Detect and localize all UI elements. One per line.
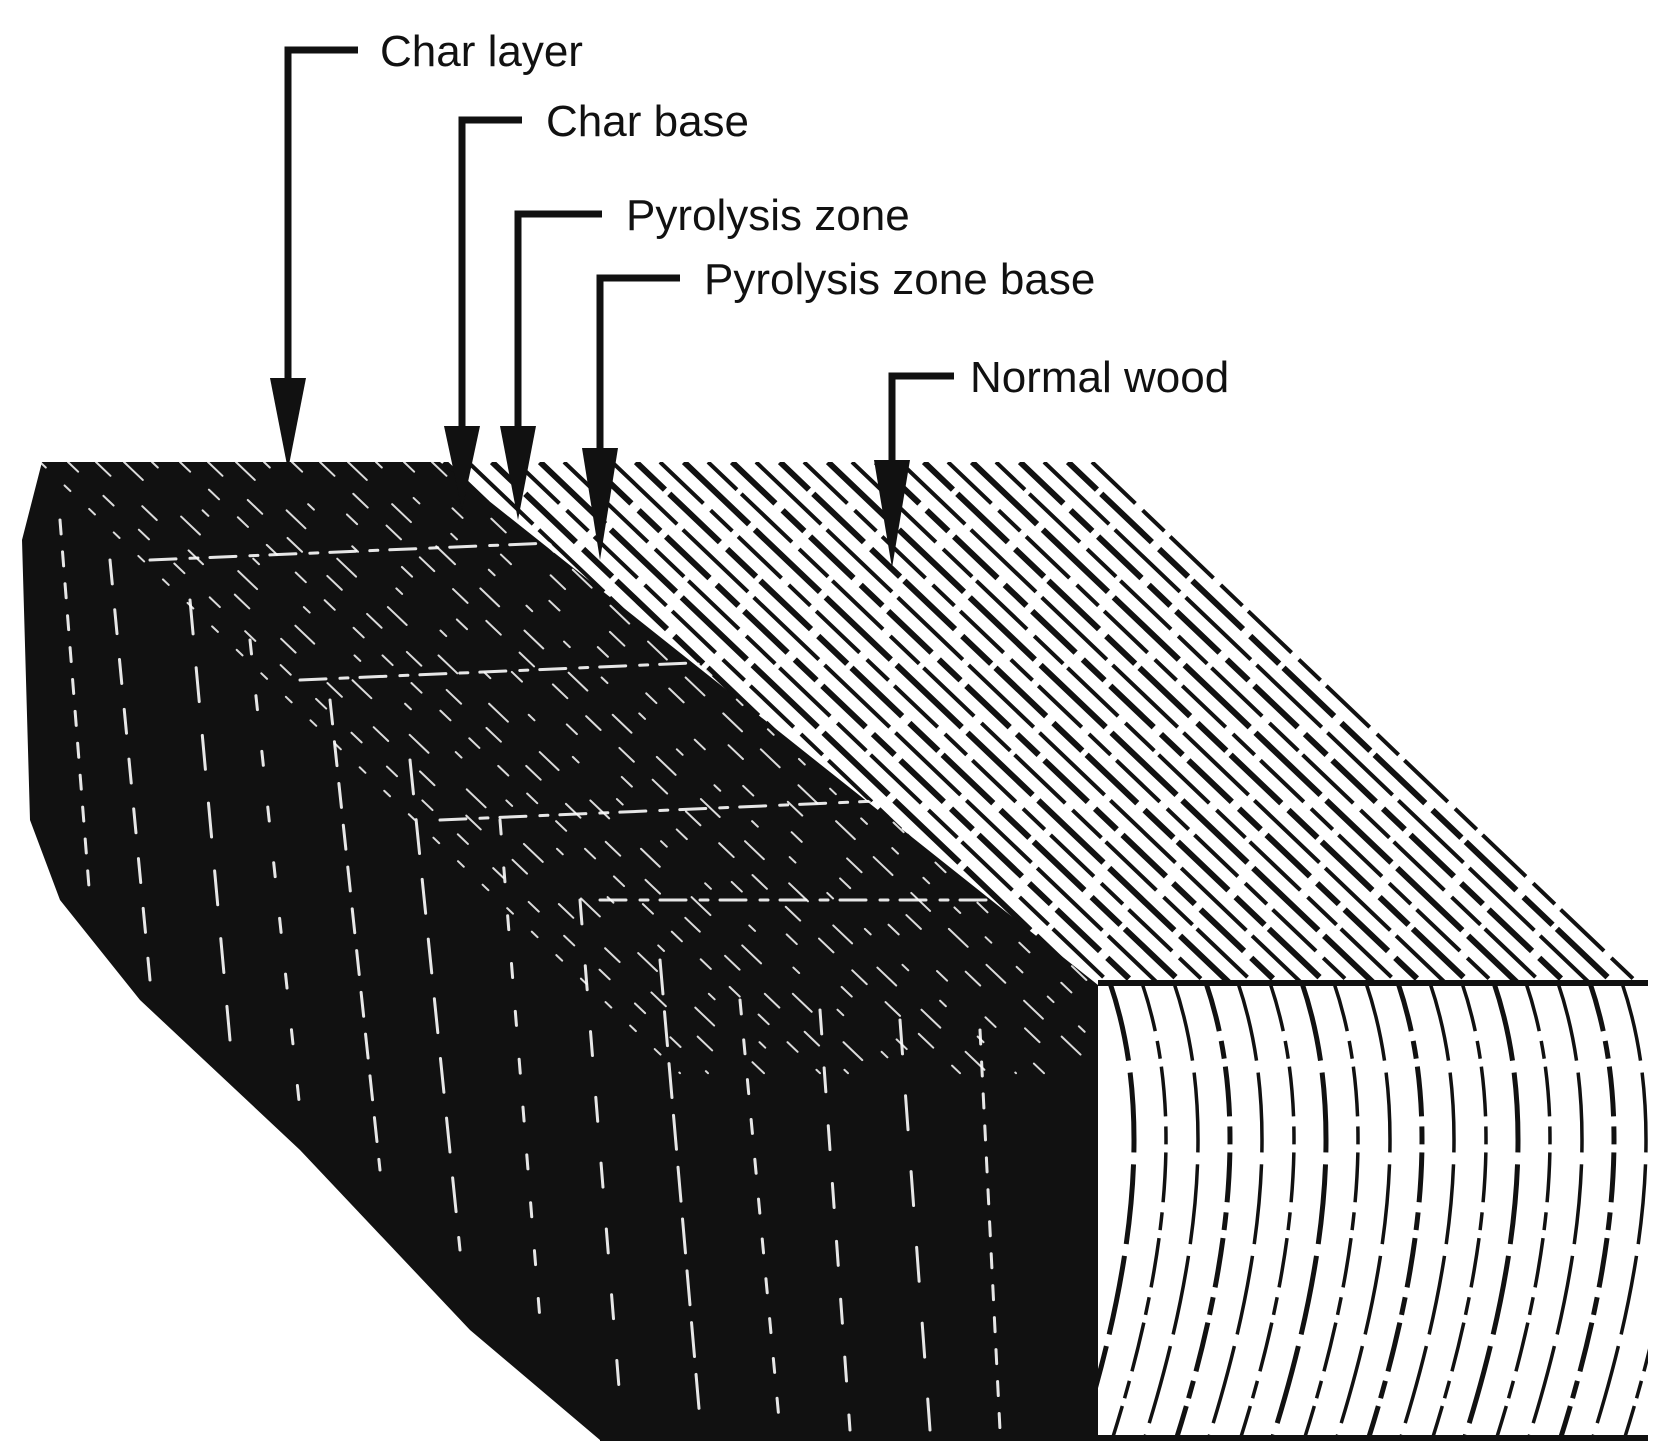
growth-ring <box>1176 983 1230 1440</box>
char-layer-region <box>22 462 1492 1440</box>
growth-ring <box>1560 983 1614 1440</box>
char-base-label: Char base <box>546 97 749 146</box>
grain-line <box>972 462 1572 1035</box>
grain-line <box>1044 462 1644 1035</box>
char-layer-arrow-icon <box>270 378 306 470</box>
grain-line <box>1068 462 1666 1035</box>
growth-ring <box>1528 983 1582 1440</box>
growth-ring <box>1368 983 1422 1440</box>
growth-ring <box>1272 983 1326 1440</box>
growth-ring <box>1208 983 1262 1440</box>
growth-ring <box>1112 983 1166 1440</box>
growth-ring <box>1240 983 1294 1440</box>
normal-wood-end-rings <box>1080 983 1666 1440</box>
growth-ring <box>1464 983 1518 1440</box>
grain-line <box>1020 462 1620 1035</box>
pyrolysis-zone-leader <box>518 214 602 440</box>
growth-ring <box>1592 983 1646 1440</box>
annotation-pyrolysis-zone: Pyrolysis zone <box>500 191 910 520</box>
growth-ring <box>1304 983 1358 1440</box>
growth-ring <box>1144 983 1198 1440</box>
growth-ring <box>1496 983 1550 1440</box>
pyrolysis-zone-base-label: Pyrolysis zone base <box>704 255 1095 304</box>
normal-wood-label: Normal wood <box>970 353 1229 402</box>
char-layer-label: Char layer <box>380 27 583 76</box>
annotation-char-layer: Char layer <box>270 27 583 470</box>
growth-ring <box>1624 983 1666 1440</box>
normal-wood-leader <box>892 376 954 470</box>
pyrolysis-zone-base-leader <box>600 278 680 460</box>
char-base-leader <box>462 120 522 440</box>
growth-ring <box>1432 983 1486 1440</box>
grain-line <box>996 462 1596 1035</box>
growth-ring <box>1400 983 1454 1440</box>
char-layer-leader <box>288 50 358 390</box>
growth-ring <box>1336 983 1390 1440</box>
pyrolysis-zone-label: Pyrolysis zone <box>626 191 910 240</box>
